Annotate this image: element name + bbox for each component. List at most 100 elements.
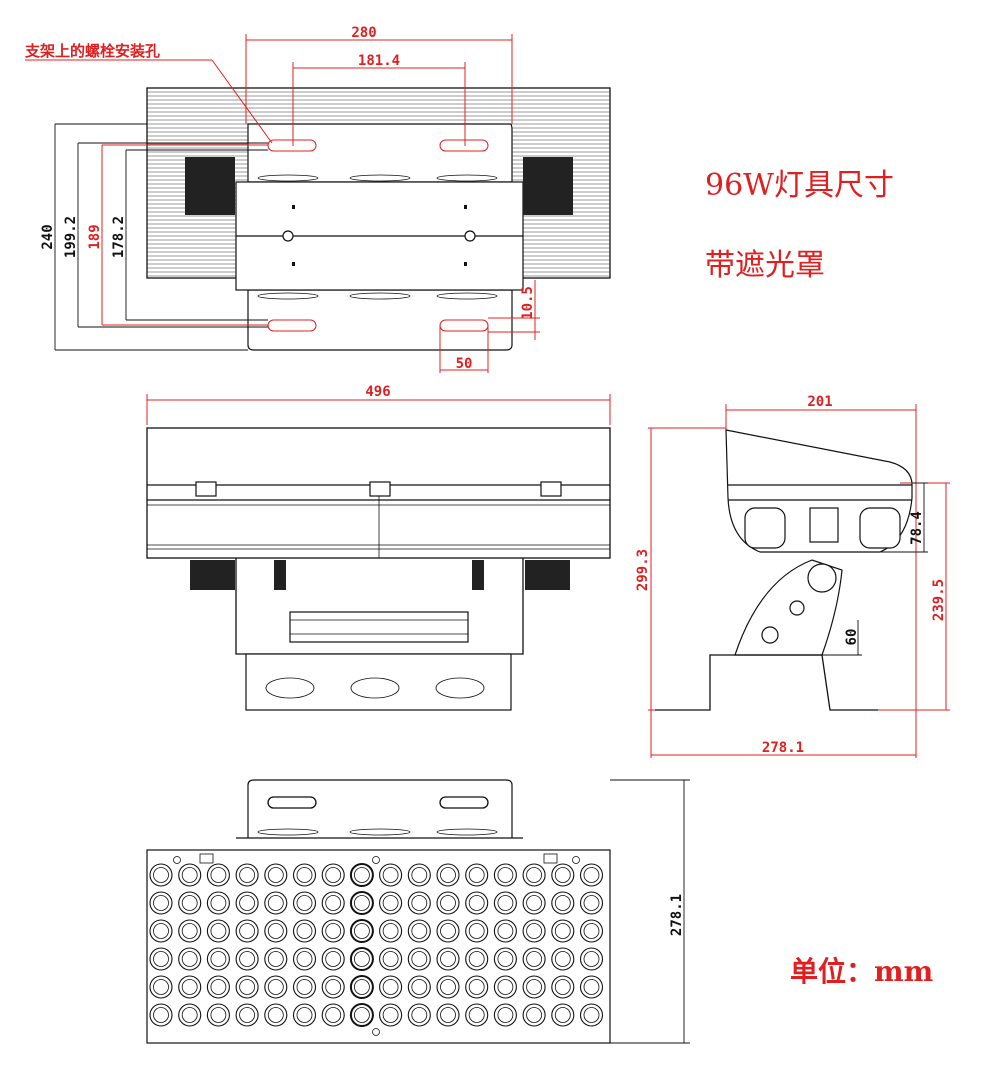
- led-lens-inner: [526, 951, 542, 967]
- dim-178-2: 178.2: [111, 216, 127, 258]
- led-lens: [379, 975, 403, 999]
- led-lens: [579, 975, 604, 999]
- led-lens: [178, 947, 202, 971]
- led-lens: [407, 1003, 431, 1027]
- led-lens-inner: [239, 1007, 256, 1023]
- led-lens-inner: [239, 951, 256, 967]
- led-lens: [235, 1003, 259, 1027]
- led-lens-inner: [153, 867, 169, 883]
- led-lens-inner: [325, 951, 342, 967]
- led-lens: [349, 975, 374, 999]
- led-lens: [321, 975, 345, 999]
- led-lens-inner: [181, 867, 198, 883]
- led-lens: [349, 919, 374, 943]
- led-lens: [235, 863, 259, 887]
- rivet: [464, 262, 467, 266]
- led-lens: [264, 891, 288, 915]
- led-lens: [493, 975, 517, 999]
- led-lens-inner: [210, 895, 227, 911]
- led-lens-inner: [239, 979, 256, 995]
- led-lens-inner: [239, 895, 256, 911]
- led-lens-inner: [296, 867, 313, 883]
- led-lens-inner: [440, 1007, 456, 1023]
- led-lens: [579, 919, 604, 943]
- led-lens-inner: [181, 895, 198, 911]
- led-lens-inner: [554, 951, 571, 967]
- led-lens-inner: [497, 1007, 514, 1023]
- led-lens: [579, 1003, 604, 1027]
- led-lens-inner: [526, 1007, 542, 1023]
- led-lens: [436, 947, 460, 971]
- dim-280: 280: [351, 25, 376, 41]
- led-lens-inner: [583, 923, 600, 939]
- led-lens-inner: [554, 895, 571, 911]
- mount-base: [245, 653, 512, 711]
- led-lens-inner: [526, 895, 542, 911]
- led-lens-inner: [296, 951, 313, 967]
- led-lens-inner: [554, 867, 571, 883]
- led-lens: [349, 863, 374, 887]
- led-lens: [465, 975, 489, 999]
- led-lens: [522, 1003, 546, 1027]
- led-lens-inner: [554, 1007, 571, 1023]
- dim-50: 50: [456, 356, 473, 372]
- led-lens-inner: [239, 867, 256, 883]
- led-lens-inner: [353, 979, 370, 995]
- driver-left: [185, 157, 235, 215]
- led-lens: [522, 975, 546, 999]
- driver-right: [525, 560, 570, 590]
- led-lens-inner: [153, 979, 169, 995]
- led-lens-inner: [210, 951, 227, 967]
- led-lens-inner: [296, 979, 313, 995]
- led-lens-inner: [468, 923, 485, 939]
- led-lens-inner: [526, 979, 542, 995]
- led-lens: [465, 1003, 489, 1027]
- led-lens-inner: [210, 923, 227, 939]
- dim-189: 189: [87, 224, 103, 249]
- dim-199-2: 199.2: [63, 216, 79, 258]
- led-lens-inner: [267, 1007, 284, 1023]
- led-lens-inner: [411, 979, 428, 995]
- led-lens-inner: [440, 895, 456, 911]
- dim-278-1-bottom: 278.1: [669, 894, 685, 936]
- led-lens: [551, 863, 575, 887]
- led-lens-inner: [440, 867, 456, 883]
- driver-left: [190, 560, 235, 590]
- led-lens: [379, 1003, 403, 1027]
- led-lens-inner: [382, 895, 399, 911]
- led-lens-inner: [583, 979, 600, 995]
- front-view: 496: [146, 384, 611, 711]
- led-lens: [206, 1003, 230, 1027]
- led-lens: [579, 891, 604, 915]
- led-lens: [264, 863, 288, 887]
- led-lens-inner: [526, 867, 542, 883]
- led-lens-inner: [296, 1007, 313, 1023]
- led-lens: [579, 947, 604, 971]
- led-lens-inner: [239, 923, 256, 939]
- page-subtitle: 带遮光罩: [705, 248, 825, 283]
- led-lens: [522, 863, 546, 887]
- led-lens-inner: [181, 979, 198, 995]
- led-lens-inner: [382, 979, 399, 995]
- led-lens: [379, 919, 403, 943]
- led-lens-inner: [411, 951, 428, 967]
- led-lens: [379, 863, 403, 887]
- led-lens: [551, 891, 575, 915]
- dim-181-4: 181.4: [358, 53, 400, 69]
- led-lens-inner: [325, 867, 342, 883]
- led-lens: [436, 919, 460, 943]
- led-lens: [292, 891, 317, 915]
- led-lens: [465, 863, 489, 887]
- led-lens: [292, 919, 317, 943]
- led-lens-inner: [497, 923, 514, 939]
- led-lens: [551, 975, 575, 999]
- led-lens: [264, 947, 288, 971]
- led-lens: [321, 863, 345, 887]
- led-lens: [178, 919, 202, 943]
- led-lens-inner: [554, 923, 571, 939]
- led-lens-inner: [153, 895, 169, 911]
- rivet: [292, 205, 295, 209]
- led-lens-inner: [325, 979, 342, 995]
- bottom-view: 278.1: [146, 779, 690, 1044]
- led-lens-inner: [181, 951, 198, 967]
